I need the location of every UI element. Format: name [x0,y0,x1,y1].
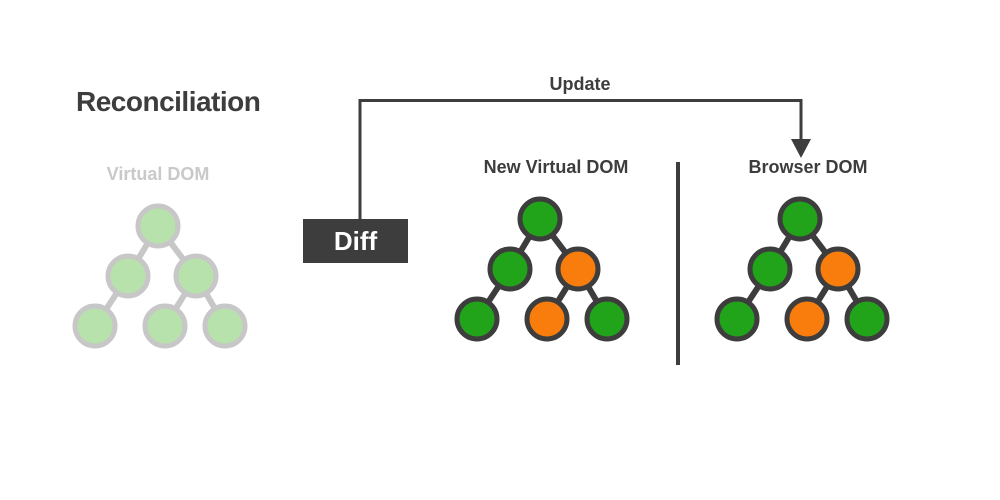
green-dom-node [747,246,793,292]
green-dom-node [777,196,823,242]
faded-green-dom-node [202,303,248,349]
new-virtual-dom-tree-block: New Virtual DOM [420,156,660,344]
new-virtual-dom-tree [454,196,630,342]
virtual-dom-tree-block: Virtual DOM [38,163,278,351]
green-dom-node [844,296,890,342]
faded-green-dom-node [72,303,118,349]
green-dom-node [714,296,760,342]
divider-line [676,162,680,365]
diff-box: Diff [303,219,408,263]
browser-dom-label: Browser DOM [748,157,868,177]
page-title: Reconciliation [76,86,261,117]
orange-dom-node [524,296,570,342]
green-dom-node [517,196,563,242]
orange-dom-node [815,246,861,292]
orange-dom-node [555,246,601,292]
faded-green-dom-node [105,253,151,299]
virtual-dom-tree [72,203,248,349]
faded-green-dom-node [142,303,188,349]
new-virtual-dom-label: New Virtual DOM [483,157,629,177]
browser-dom-tree [714,196,890,342]
green-dom-node [584,296,630,342]
faded-green-dom-node [135,203,181,249]
green-dom-node [487,246,533,292]
faded-green-dom-node [173,253,219,299]
diff-box-label: Diff [333,225,378,256]
orange-dom-node [784,296,830,342]
green-dom-node [454,296,500,342]
update-label: Update [549,74,611,94]
virtual-dom-label: Virtual DOM [106,164,210,184]
browser-dom-tree-block: Browser DOM [680,156,920,344]
